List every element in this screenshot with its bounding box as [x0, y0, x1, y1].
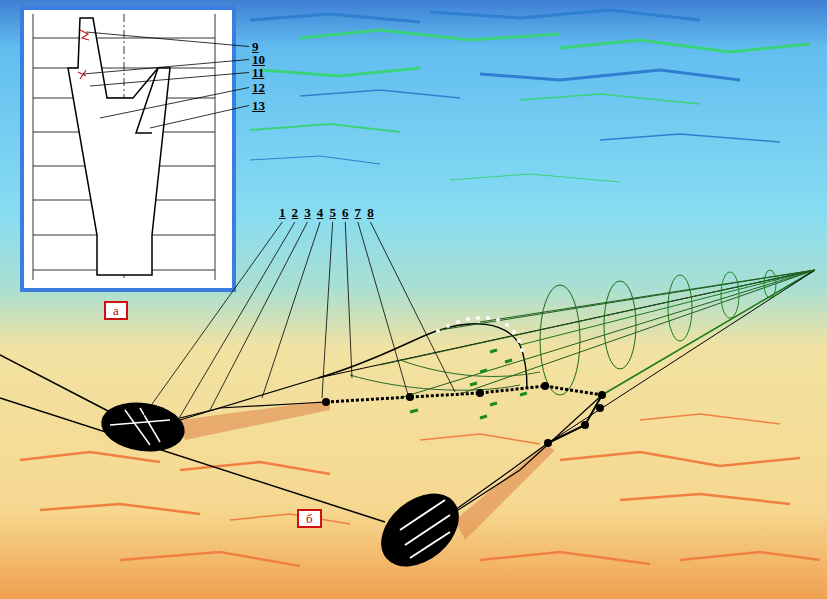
- leader-line: [90, 73, 249, 87]
- view-letter-box: а: [104, 301, 128, 320]
- callout-number: 5: [329, 206, 336, 219]
- callout-number: 8: [367, 206, 374, 219]
- door-shadow: [180, 400, 555, 540]
- warp-lines: [0, 355, 385, 522]
- leader-line: [150, 106, 249, 129]
- view-letter: б: [306, 511, 313, 526]
- leader-line: [262, 222, 320, 398]
- callout-number: 11: [252, 66, 264, 79]
- callout-number: 2: [292, 206, 299, 219]
- callout-number: 6: [342, 206, 349, 219]
- otter-boards: [98, 397, 473, 581]
- bridles: [180, 378, 602, 512]
- leader-line: [345, 222, 352, 378]
- leader-line: [86, 32, 249, 47]
- view-letter: а: [113, 303, 119, 318]
- callout-number: 13: [252, 99, 265, 112]
- leader-line: [83, 60, 249, 75]
- leader-line: [210, 222, 307, 410]
- callout-number: 1: [279, 206, 286, 219]
- leader-line: [178, 222, 295, 420]
- leader-line: [370, 222, 455, 392]
- fish-marks: [410, 350, 527, 418]
- callout-number: 9: [252, 40, 259, 53]
- callout-number: 12: [252, 81, 265, 94]
- net-body: [318, 270, 815, 443]
- groundrope: [322, 382, 606, 447]
- leader-line: [322, 222, 333, 398]
- view-letter-box: б: [297, 509, 322, 528]
- leader-line: [142, 222, 282, 418]
- callout-number: 10: [252, 53, 265, 66]
- inset-panel: [22, 8, 234, 290]
- leader-lines: [83, 32, 455, 420]
- water-streaks: [250, 10, 810, 182]
- leader-line: [100, 88, 249, 119]
- callout-number: 3: [304, 206, 311, 219]
- callout-number: 4: [317, 206, 324, 219]
- callout-number: 7: [355, 206, 362, 219]
- float-beads: [436, 316, 524, 352]
